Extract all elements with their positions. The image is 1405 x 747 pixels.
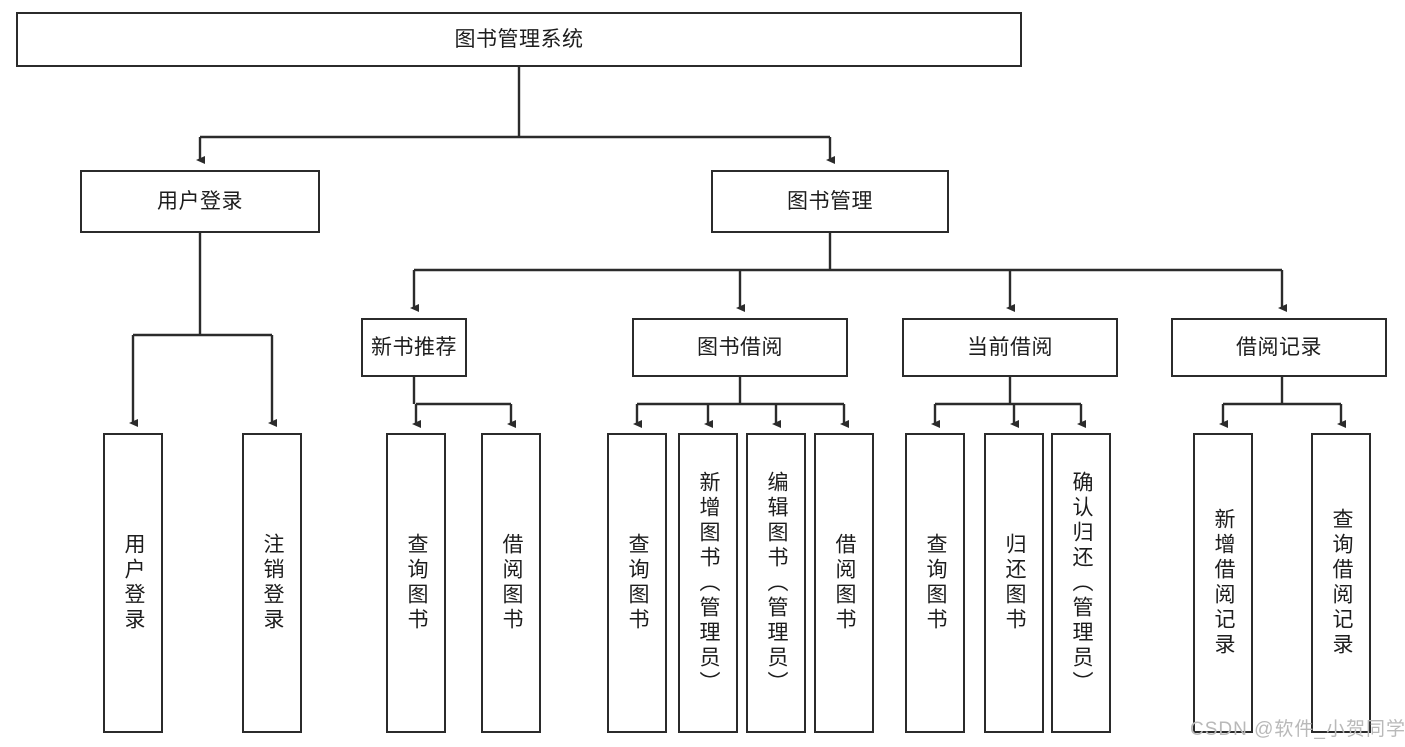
leaf-bb-edit-book[interactable]: 编辑图书（管理员） — [746, 433, 806, 733]
node-book-manage[interactable]: 图书管理 — [711, 170, 949, 233]
node-new-book-recommend[interactable]: 新书推荐 — [361, 318, 467, 377]
leaf-bb-query-book[interactable]: 查询图书 — [607, 433, 667, 733]
node-root-label: 图书管理系统 — [454, 27, 584, 51]
leaf-bb-borrow-book[interactable]: 借阅图书 — [814, 433, 874, 733]
leaf-bb-add-book-label: 新增图书（管理员） — [697, 470, 721, 696]
node-book-borrow-label: 图书借阅 — [697, 335, 783, 359]
node-current-borrow-label: 当前借阅 — [967, 335, 1053, 359]
leaf-br-add-record[interactable]: 新增借阅记录 — [1193, 433, 1253, 733]
leaf-user-login[interactable]: 用户登录 — [103, 433, 163, 733]
leaf-cb-return-book[interactable]: 归还图书 — [984, 433, 1044, 733]
leaf-cb-query-book-label: 查询图书 — [924, 533, 948, 633]
leaf-cb-return-book-label: 归还图书 — [1003, 533, 1027, 633]
node-book-borrow[interactable]: 图书借阅 — [632, 318, 848, 377]
leaf-nb-borrow-book-label: 借阅图书 — [500, 533, 524, 633]
node-root[interactable]: 图书管理系统 — [16, 12, 1022, 67]
leaf-logout-label: 注销登录 — [261, 533, 285, 633]
watermark: CSDN @软件_小贺同学 — [1190, 719, 1405, 740]
node-user-login-label: 用户登录 — [157, 189, 243, 213]
leaf-br-add-record-label: 新增借阅记录 — [1212, 508, 1236, 658]
leaf-cb-confirm-return-label: 确认归还（管理员） — [1070, 470, 1094, 696]
node-book-manage-label: 图书管理 — [787, 189, 873, 213]
leaf-nb-query-book[interactable]: 查询图书 — [386, 433, 446, 733]
leaf-bb-query-book-label: 查询图书 — [626, 533, 650, 633]
leaf-nb-borrow-book[interactable]: 借阅图书 — [481, 433, 541, 733]
node-user-login[interactable]: 用户登录 — [80, 170, 320, 233]
leaf-cb-query-book[interactable]: 查询图书 — [905, 433, 965, 733]
node-borrow-record-label: 借阅记录 — [1236, 335, 1322, 359]
leaf-cb-confirm-return[interactable]: 确认归还（管理员） — [1051, 433, 1111, 733]
leaf-bb-borrow-book-label: 借阅图书 — [833, 533, 857, 633]
node-current-borrow[interactable]: 当前借阅 — [902, 318, 1118, 377]
leaf-br-query-record[interactable]: 查询借阅记录 — [1311, 433, 1371, 733]
node-new-book-recommend-label: 新书推荐 — [371, 335, 457, 359]
node-borrow-record[interactable]: 借阅记录 — [1171, 318, 1387, 377]
leaf-bb-edit-book-label: 编辑图书（管理员） — [765, 470, 789, 696]
leaf-logout[interactable]: 注销登录 — [242, 433, 302, 733]
leaf-user-login-label: 用户登录 — [122, 533, 146, 633]
leaf-bb-add-book[interactable]: 新增图书（管理员） — [678, 433, 738, 733]
leaf-nb-query-book-label: 查询图书 — [405, 533, 429, 633]
leaf-br-query-record-label: 查询借阅记录 — [1330, 508, 1354, 658]
